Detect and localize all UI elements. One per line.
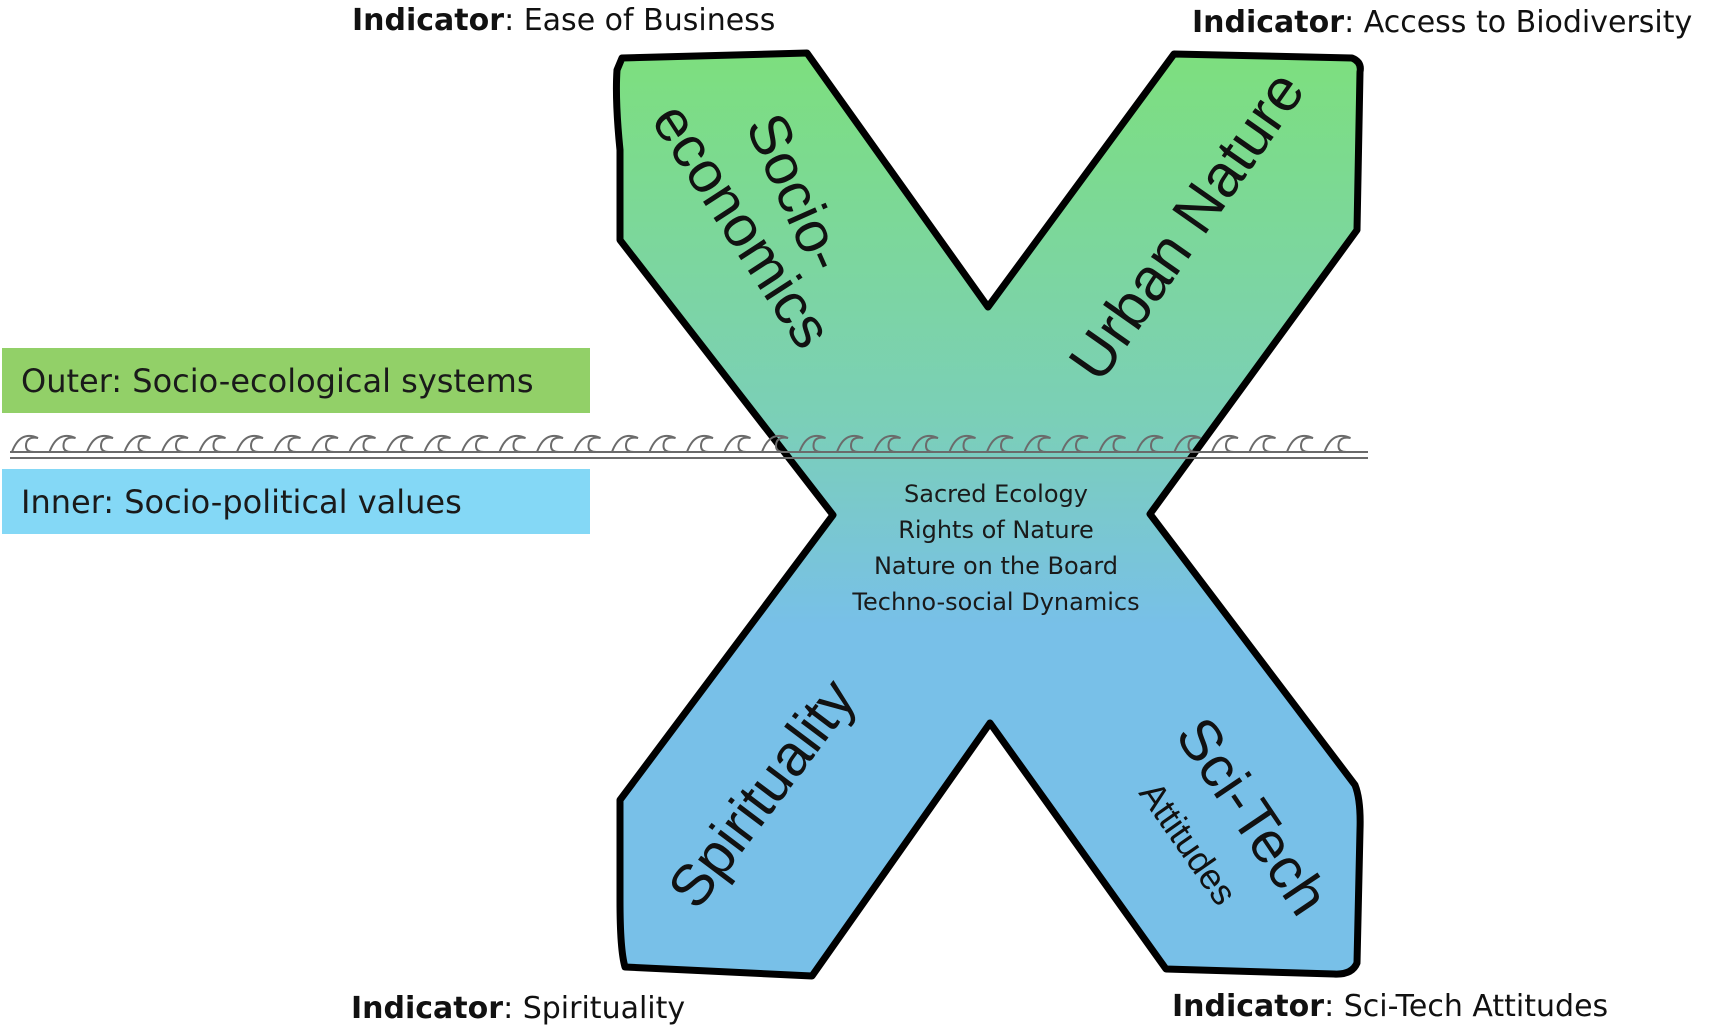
x-shape <box>612 49 1364 980</box>
indicator-value: Sci-Tech Attitudes <box>1343 989 1609 1024</box>
indicator-value: Spirituality <box>522 991 686 1026</box>
indicator-value: Ease of Business <box>523 3 776 38</box>
wave-divider <box>10 434 1368 459</box>
indicator-key: Indicator <box>1172 989 1325 1024</box>
outer-layer-band: Outer: Socio-ecological systems <box>2 348 590 413</box>
center-item-techno-social-dynamics: Techno-social Dynamics <box>851 588 1139 616</box>
indicator-access-to-biodiversity: Indicator: Access to Biodiversity <box>1192 5 1693 40</box>
indicator-key: Indicator <box>352 3 505 38</box>
outer-layer-label: Outer: Socio-ecological systems <box>21 361 534 400</box>
indicator-sci-tech-attitudes: Indicator: Sci-Tech Attitudes <box>1172 989 1609 1024</box>
center-item-rights-of-nature: Rights of Nature <box>898 516 1093 544</box>
inner-layer-band: Inner: Socio-political values <box>2 469 590 534</box>
indicator-key: Indicator <box>1192 5 1345 40</box>
indicator-key: Indicator <box>351 991 504 1026</box>
indicator-value: Access to Biodiversity <box>1363 5 1693 40</box>
indicator-ease-of-business: Indicator: Ease of Business <box>352 3 776 38</box>
center-item-nature-on-the-board: Nature on the Board <box>874 552 1118 580</box>
center-item-sacred-ecology: Sacred Ecology <box>904 480 1088 508</box>
inner-layer-label: Inner: Socio-political values <box>21 482 462 521</box>
indicator-spirituality: Indicator: Spirituality <box>351 991 686 1026</box>
